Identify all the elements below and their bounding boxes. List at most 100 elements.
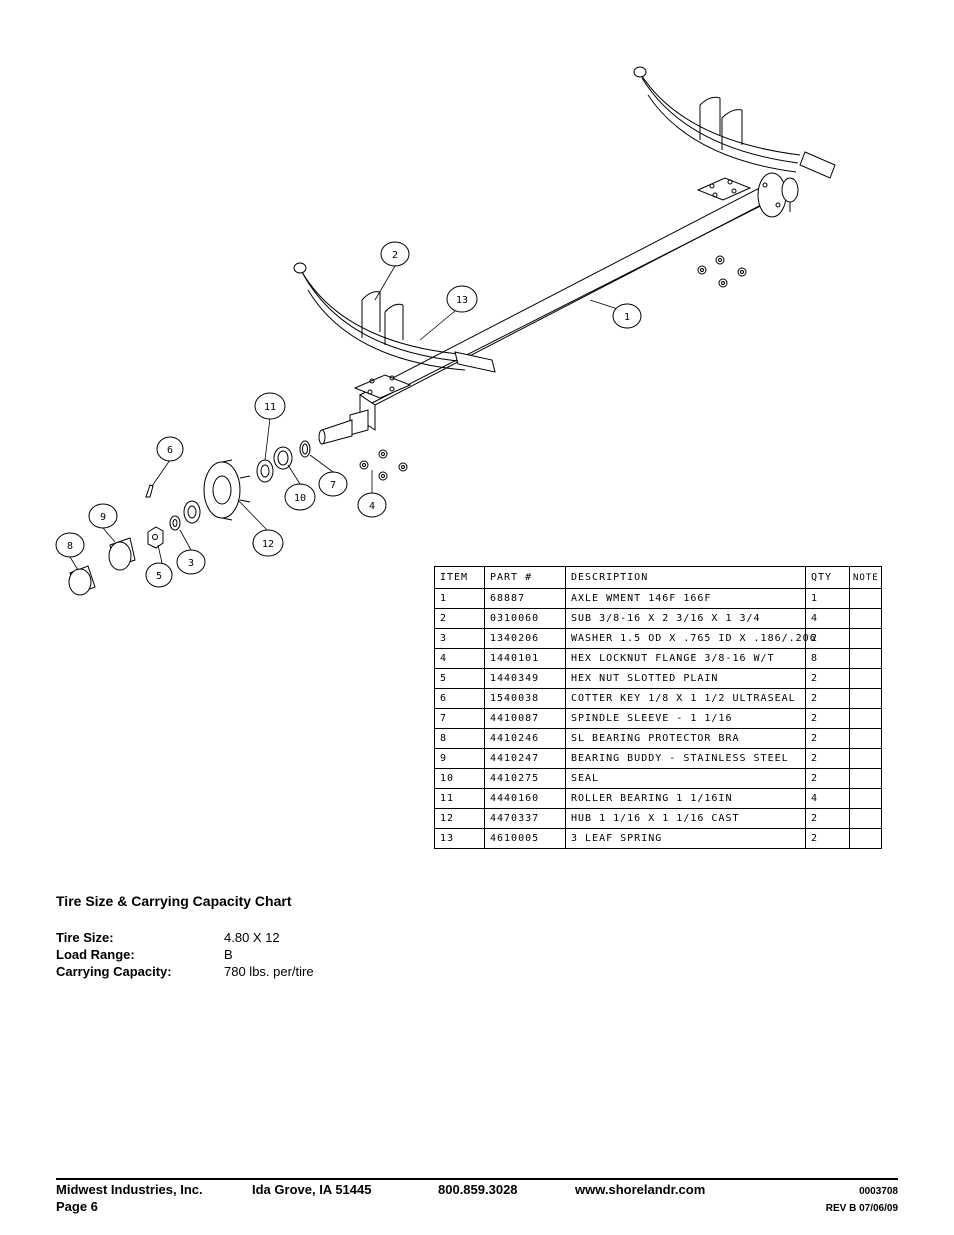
cell-description: AXLE WMENT 146F 166F bbox=[565, 588, 806, 609]
axle-exploded-diagram: 1 2 3 4 5 6 7 8 9 10 11 12 13 bbox=[55, 66, 836, 596]
cell-item: 3 bbox=[434, 628, 485, 649]
callout-12: 12 bbox=[252, 529, 284, 557]
cell-qty: 2 bbox=[805, 728, 850, 749]
cell-part-number: 1440349 bbox=[484, 668, 566, 689]
callout-6: 6 bbox=[156, 436, 184, 462]
cell-item: 7 bbox=[434, 708, 485, 729]
svg-text:9: 9 bbox=[100, 512, 106, 523]
svg-text:8: 8 bbox=[67, 541, 73, 552]
callout-3: 3 bbox=[176, 549, 206, 575]
cell-item: 9 bbox=[434, 748, 485, 769]
cell-note bbox=[849, 728, 882, 749]
spec-label: Tire Size: bbox=[56, 930, 114, 945]
cell-part-number: 1440101 bbox=[484, 648, 566, 669]
spec-load-range: Load Range:B bbox=[56, 947, 233, 962]
mounting-pad-right bbox=[696, 177, 752, 201]
spec-label: Load Range: bbox=[56, 947, 135, 962]
cell-description: COTTER KEY 1/8 X 1 1/2 ULTRASEAL bbox=[565, 688, 806, 709]
cell-item: 5 bbox=[434, 668, 485, 689]
footer-website[interactable]: www.shorelandr.com bbox=[575, 1182, 706, 1197]
cell-qty: 2 bbox=[805, 668, 850, 689]
washer bbox=[169, 515, 181, 531]
header-qty: QTY bbox=[805, 566, 850, 589]
header-description: DESCRIPTION bbox=[565, 566, 806, 589]
header-item: ITEM bbox=[434, 566, 485, 589]
spec-label: Carrying Capacity: bbox=[56, 964, 172, 979]
assembled-hub-right bbox=[757, 172, 799, 218]
cell-note bbox=[849, 828, 882, 849]
cell-part-number: 4610005 bbox=[484, 828, 566, 849]
bearing-protector-bra bbox=[68, 565, 96, 596]
cell-item: 4 bbox=[434, 648, 485, 669]
callout-10: 10 bbox=[284, 483, 316, 511]
footer-location: Ida Grove, IA 51445 bbox=[252, 1182, 372, 1197]
cell-note bbox=[849, 588, 882, 609]
footer-phone: 800.859.3028 bbox=[438, 1182, 518, 1197]
cell-note bbox=[849, 688, 882, 709]
cell-description: 3 LEAF SPRING bbox=[565, 828, 806, 849]
cell-part-number: 0310060 bbox=[484, 608, 566, 629]
cell-note bbox=[849, 668, 882, 689]
cell-description: SPINDLE SLEEVE - 1 1/16 bbox=[565, 708, 806, 729]
callout-2: 2 bbox=[380, 241, 410, 267]
cell-qty: 2 bbox=[805, 688, 850, 709]
callout-13: 13 bbox=[446, 285, 478, 313]
cotter-key bbox=[145, 484, 154, 498]
cell-part-number: 68887 bbox=[484, 588, 566, 609]
cell-part-number: 1340206 bbox=[484, 628, 566, 649]
svg-text:11: 11 bbox=[264, 402, 276, 413]
svg-text:6: 6 bbox=[167, 445, 173, 456]
cell-note bbox=[849, 808, 882, 829]
header-part-number: PART # bbox=[484, 566, 566, 589]
cell-item: 1 bbox=[434, 588, 485, 609]
svg-text:1: 1 bbox=[624, 312, 630, 323]
svg-text:4: 4 bbox=[369, 501, 375, 512]
svg-text:2: 2 bbox=[392, 250, 398, 261]
cell-qty: 2 bbox=[805, 768, 850, 789]
spec-value: 780 lbs. per/tire bbox=[224, 964, 314, 979]
leaf-spring-right bbox=[633, 66, 836, 179]
cell-qty: 4 bbox=[805, 788, 850, 809]
leaf-spring-left bbox=[293, 262, 496, 373]
footer-divider bbox=[56, 1178, 898, 1180]
cell-description: SEAL bbox=[565, 768, 806, 789]
cell-description: SL BEARING PROTECTOR BRA bbox=[565, 728, 806, 749]
mounting-pad-left bbox=[353, 374, 412, 399]
cell-part-number: 4410246 bbox=[484, 728, 566, 749]
cell-part-number: 4410275 bbox=[484, 768, 566, 789]
cell-note bbox=[849, 768, 882, 789]
cell-qty: 2 bbox=[805, 708, 850, 729]
svg-text:3: 3 bbox=[188, 558, 194, 569]
cell-item: 11 bbox=[434, 788, 485, 809]
spindle bbox=[318, 409, 369, 445]
cell-part-number: 4410247 bbox=[484, 748, 566, 769]
cell-qty: 1 bbox=[805, 588, 850, 609]
roller-bearing-inner bbox=[256, 459, 274, 483]
cell-description: SUB 3/8-16 X 2 3/16 X 1 3/4 bbox=[565, 608, 806, 629]
cell-note bbox=[849, 788, 882, 809]
footer-company: Midwest Industries, Inc. bbox=[56, 1182, 203, 1197]
callout-5: 5 bbox=[145, 562, 173, 588]
header-note: NOTE bbox=[849, 566, 882, 589]
cell-description: HUB 1 1/16 X 1 1/16 CAST bbox=[565, 808, 806, 829]
spec-tire-size: Tire Size: 4.80 X 12 bbox=[56, 930, 280, 945]
svg-text:10: 10 bbox=[294, 493, 306, 504]
bearing-buddy bbox=[108, 537, 136, 571]
spec-value: 4.80 X 12 bbox=[224, 930, 280, 945]
svg-text:7: 7 bbox=[330, 480, 336, 491]
svg-text:13: 13 bbox=[456, 295, 468, 306]
cell-part-number: 4440160 bbox=[484, 788, 566, 809]
tire-chart-title: Tire Size & Carrying Capacity Chart bbox=[56, 893, 292, 909]
callout-1: 1 bbox=[612, 303, 642, 329]
